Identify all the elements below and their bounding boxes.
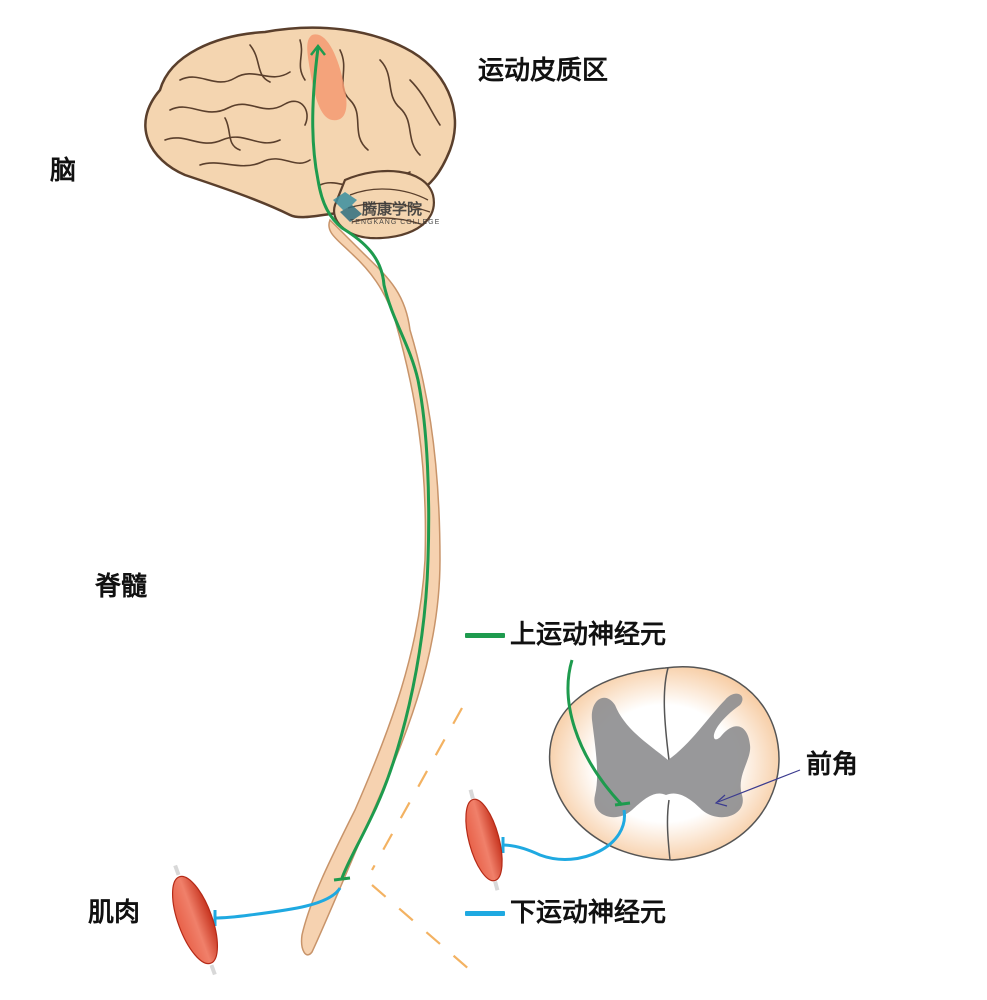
upper-neuron-start-arrow	[310, 43, 326, 56]
muscle-left	[171, 864, 219, 976]
label-spinal-cord: 脊髓	[95, 572, 148, 602]
cross-lower-neuron	[502, 809, 626, 861]
spinal-cord	[300, 218, 441, 956]
watermark-sub: TENGKANG COLLEGE	[350, 219, 440, 226]
spinal-cross-section	[501, 659, 801, 861]
brain-illustration	[144, 26, 457, 240]
legend-upper-swatch	[465, 633, 505, 638]
legend-lower-label: 下运动神经元	[510, 898, 667, 928]
label-anterior-horn: 前角	[806, 750, 859, 780]
watermark-name: 腾康学院	[361, 200, 422, 218]
cerebellum-folds	[347, 188, 431, 226]
label-motor-cortex: 运动皮质区	[478, 56, 609, 86]
label-muscle: 肌肉	[88, 898, 141, 928]
cross-upper-neuron	[566, 659, 624, 807]
watermark-logo	[333, 192, 362, 222]
label-brain: 脑	[50, 156, 77, 186]
upper-neuron-synapse	[333, 876, 351, 882]
legend-upper-label: 上运动神经元	[510, 620, 667, 650]
anterior-horn-pointer	[717, 769, 801, 803]
gray-matter	[591, 693, 751, 818]
muscle-right	[465, 789, 503, 891]
lower-motor-neuron-path	[213, 887, 342, 920]
legend-lower-swatch	[465, 911, 505, 916]
zoom-dashes	[371, 707, 471, 971]
upper-motor-neuron-path	[311, 47, 431, 879]
